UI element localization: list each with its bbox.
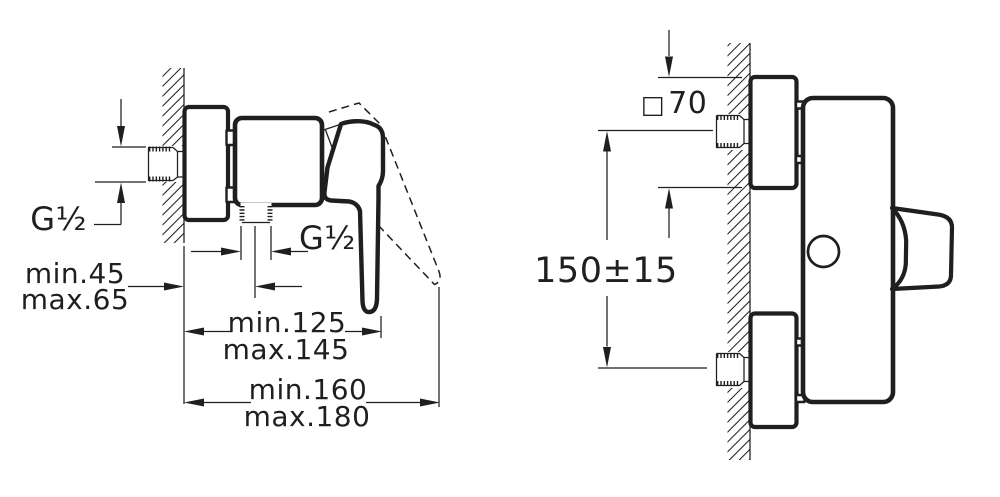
dim-depth-to-handle: min.125 max.145 [184, 306, 382, 366]
arrow-down [603, 347, 611, 368]
arrow-left [255, 282, 275, 291]
arrow-left [184, 398, 204, 407]
arrow-up [117, 182, 125, 203]
dim-inlet-thread: G½ [30, 99, 146, 238]
outlet-stub [239, 203, 273, 224]
wall-to-outlet-max-label: max.65 [21, 283, 130, 316]
arrow-right [420, 398, 440, 407]
wall-hatch-front [727, 43, 750, 460]
plate-size-label: □70 [641, 86, 707, 121]
wall-plate-bottom [748, 311, 799, 430]
arrow-left [271, 247, 291, 256]
dim-inlet-spacing: 150±15 [534, 129, 713, 369]
inlet-nipple-bottom [715, 352, 752, 388]
dim-outlet-thread: G½ [191, 219, 356, 260]
arrow-up [665, 188, 673, 209]
overall-depth-min-label: min.160 [249, 373, 368, 406]
wall-plate-top [748, 74, 799, 191]
handle-closed-position [321, 119, 386, 315]
arrow-right [362, 327, 382, 336]
nipple-outline [147, 146, 184, 182]
handle-front [889, 205, 955, 292]
outlet-thread-label: G½ [299, 219, 356, 257]
centerline-references [598, 129, 713, 369]
leader-line [94, 203, 122, 226]
dashed-handle-lever-edge [339, 136, 441, 286]
dim-plate-size: □70 [641, 30, 742, 238]
extension-lines [240, 226, 272, 260]
inlet-thread-label: G½ [30, 200, 87, 238]
depth-handle-max-label: max.145 [223, 333, 350, 366]
arrow-right [221, 247, 241, 256]
handle-open-position-dashed [328, 102, 441, 286]
diverter-button [806, 234, 841, 269]
arrow-up [603, 131, 611, 152]
inlet-nipple-top [715, 114, 752, 150]
mixer-body-side [232, 115, 325, 208]
depth-handle-min-label: min.125 [228, 306, 347, 339]
front-view: □70 150±15 [534, 30, 955, 460]
arrow-right [164, 282, 184, 291]
inlet-spacing-label: 150±15 [534, 251, 678, 291]
overall-depth-max-label: max.180 [244, 400, 371, 433]
arrow-left [184, 327, 204, 336]
outlet-mask [240, 203, 272, 223]
handle-neck [321, 123, 341, 132]
handle-lever-outline [322, 119, 386, 315]
extension-ticks [95, 146, 146, 183]
dashed-handle-top-edge [328, 102, 383, 127]
dim-wall-to-outlet: min.45 max.65 [21, 226, 302, 316]
wall-to-outlet-min-label: min.45 [25, 257, 125, 290]
dim-overall-depth: min.160 max.180 [184, 287, 440, 433]
square-symbol: □ [641, 90, 665, 119]
arrow-down [117, 126, 125, 147]
plate-size-value: 70 [668, 86, 707, 121]
inlet-nipple-side [147, 146, 184, 182]
wall-plate-side [182, 104, 231, 223]
arrow-down [665, 56, 673, 77]
side-view: G½ G½ min.45 max.65 min.125 [21, 68, 441, 433]
mixer-body-front [800, 95, 896, 405]
extension-lines [658, 76, 742, 189]
